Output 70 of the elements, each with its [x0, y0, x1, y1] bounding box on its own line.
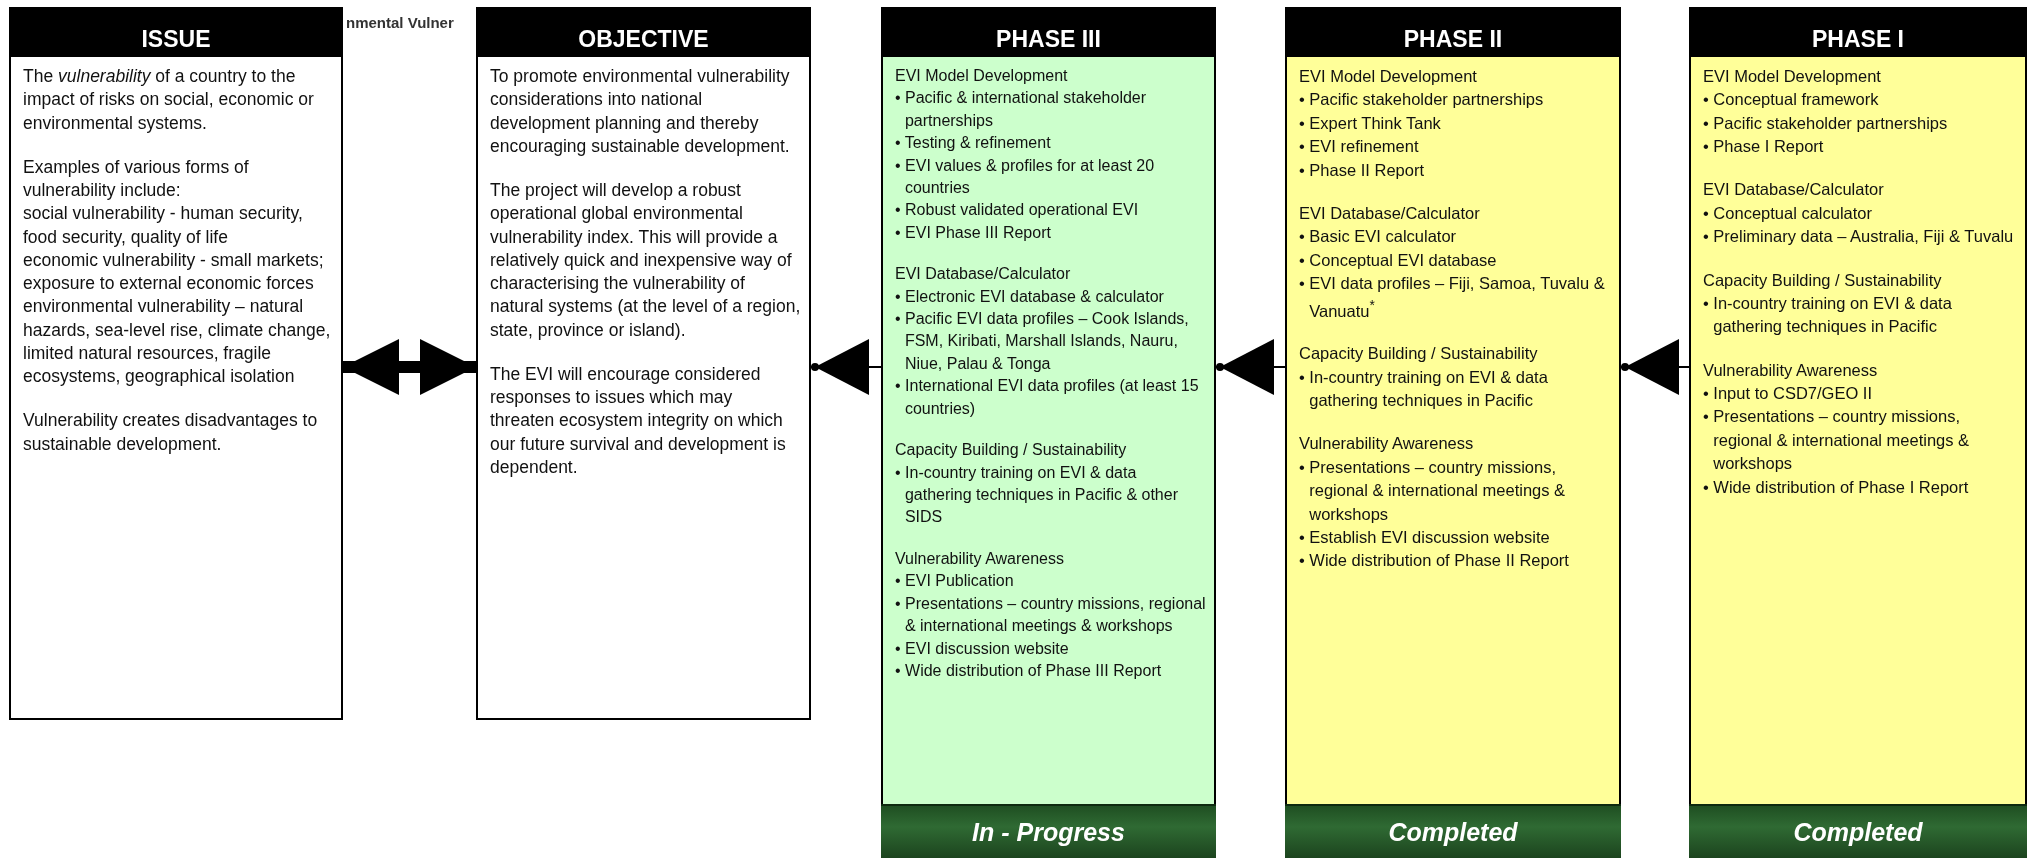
status-banner: Completed — [1285, 804, 1621, 858]
column-box — [1285, 7, 1621, 858]
body-text: To promote environmental vulnerability considerations into national development planning and thereby encouraging sustainable development. — [490, 65, 791, 158]
column-header: ISSUE — [9, 7, 343, 57]
column-box — [881, 7, 1216, 858]
body-text: Vulnerability Awareness — [895, 549, 1065, 569]
body-text: • EVI Phase III Report — [895, 222, 1052, 243]
column-header: PHASE I — [1689, 7, 2027, 57]
column-header: PHASE II — [1285, 7, 1621, 57]
body-text: • Electronic EVI database & calculator — [895, 286, 1165, 307]
arrow — [810, 339, 882, 395]
body-text: • Wide distribution of Phase II Report — [1299, 550, 1570, 572]
body-text: EVI Database/Calculator — [1703, 179, 1885, 201]
body-text: • In-country training on EVI & data gathering techniques in Pacific — [1299, 366, 1549, 412]
body-text: • Input to CSD7/GEO II — [1703, 383, 1873, 405]
column-box — [476, 7, 811, 720]
body-text: • Wide distribution of Phase I Report — [1703, 476, 1970, 498]
body-text: • Presentations – country missions, regional & international meetings & workshops — [1299, 456, 1567, 525]
status-banner: In - Progress — [881, 804, 1216, 858]
body-text: • Expert Think Tank — [1299, 112, 1442, 134]
status-banner: Completed — [1689, 804, 2027, 858]
body-text: EVI Model Development — [1299, 66, 1478, 87]
body-text: • EVI Publication — [895, 571, 1015, 592]
body-text: • Presentations – country missions, regional & international meetings & workshops — [1703, 406, 1971, 475]
body-text: EVI Model Development — [895, 66, 1069, 86]
body-text: EVI Model Development — [1703, 66, 1882, 87]
column-header: PHASE III — [881, 7, 1216, 57]
body-text: The project will develop a robust operational global environmental vulnerability index. This will provide a relatively quick and inexpensive way of characterising the vulnerability of natural systems (at the level of a region, state, province or island). — [490, 179, 801, 342]
body-text: • Robust validated operational EVI — [895, 200, 1140, 221]
column-box — [9, 7, 343, 720]
body-text: Vulnerability Awareness — [1299, 433, 1475, 455]
body-text: • Basic EVI calculator — [1299, 226, 1458, 248]
body-text: The vulnerability of a country to the impact of risks on social, economic or environmental systems. — [23, 65, 315, 135]
body-text: • In-country training on EVI & data gathering techniques in Pacific & other SIDS — [895, 462, 1179, 528]
body-text: • EVI refinement — [1299, 136, 1420, 158]
body-text: • International EVI data profiles (at least 15 countries) — [895, 376, 1200, 419]
double-arrow — [343, 339, 476, 395]
body-text: Capacity Building / Sustainability — [895, 440, 1128, 461]
body-text: Capacity Building / Sustainability — [1703, 269, 1943, 291]
body-text: • Phase II Report — [1299, 159, 1425, 181]
body-text: • EVI discussion website — [895, 638, 1070, 659]
body-text: • Conceptual framework — [1703, 89, 1880, 111]
body-text: environmental vulnerability – natural hazards, sea-level rise, climate change, limited natural resources, fragile ecosystems, geographical isolation — [23, 295, 332, 389]
body-text: EVI Database/Calculator — [895, 264, 1072, 285]
body-text: Vulnerability creates disadvantages to sustainable development. — [23, 409, 319, 456]
body-text: Vulnerability Awareness — [1703, 359, 1879, 381]
column-header: OBJECTIVE — [476, 7, 811, 57]
heading-fragment: nmental Vulner — [346, 14, 454, 31]
body-text: • EVI data profiles – Fiji, Samoa, Tuvalu & Vanuatu$^{*}$ — [1299, 273, 1606, 322]
body-text: • Pacific EVI data profiles – Cook Islands, FSM, Kiribati, Marshall Islands, Nauru, Niue, Palau & Tonga — [895, 309, 1190, 374]
body-text: EVI Database/Calculator — [1299, 202, 1481, 224]
body-text: Examples of various forms of vulnerability include: — [23, 155, 250, 203]
arrow — [1215, 339, 1286, 395]
body-text: • Pacific stakeholder partnerships — [1299, 89, 1545, 111]
body-text: • EVI values & profiles for at least 20 countries — [895, 155, 1156, 198]
column-box — [1689, 7, 2027, 858]
body-text: • Conceptual calculator — [1703, 202, 1874, 224]
body-text: • Presentations – country missions, regional & international meetings & workshops — [895, 593, 1206, 637]
arrow — [1620, 339, 1690, 395]
body-text: Capacity Building / Sustainability — [1299, 343, 1539, 365]
body-text: • Conceptual EVI database — [1299, 249, 1498, 271]
body-text: The EVI will encourage considered responses to issues which may threaten ecosystem integrity on which our future survival and development is dependent. — [490, 362, 787, 479]
body-text: • In-country training on EVI & data gathering techniques in Pacific — [1703, 292, 1953, 338]
body-text: • Establish EVI discussion website — [1299, 527, 1551, 549]
body-text: • Preliminary data – Australia, Fiji & Tuvalu — [1703, 226, 2015, 248]
body-text: • Testing & refinement — [895, 133, 1052, 154]
body-text: • Phase I Report — [1703, 136, 1825, 158]
body-text: • Pacific stakeholder partnerships — [1703, 112, 1949, 134]
body-text: • Pacific & international stakeholder partnerships — [895, 88, 1148, 131]
body-text: • Wide distribution of Phase III Report — [895, 660, 1163, 681]
